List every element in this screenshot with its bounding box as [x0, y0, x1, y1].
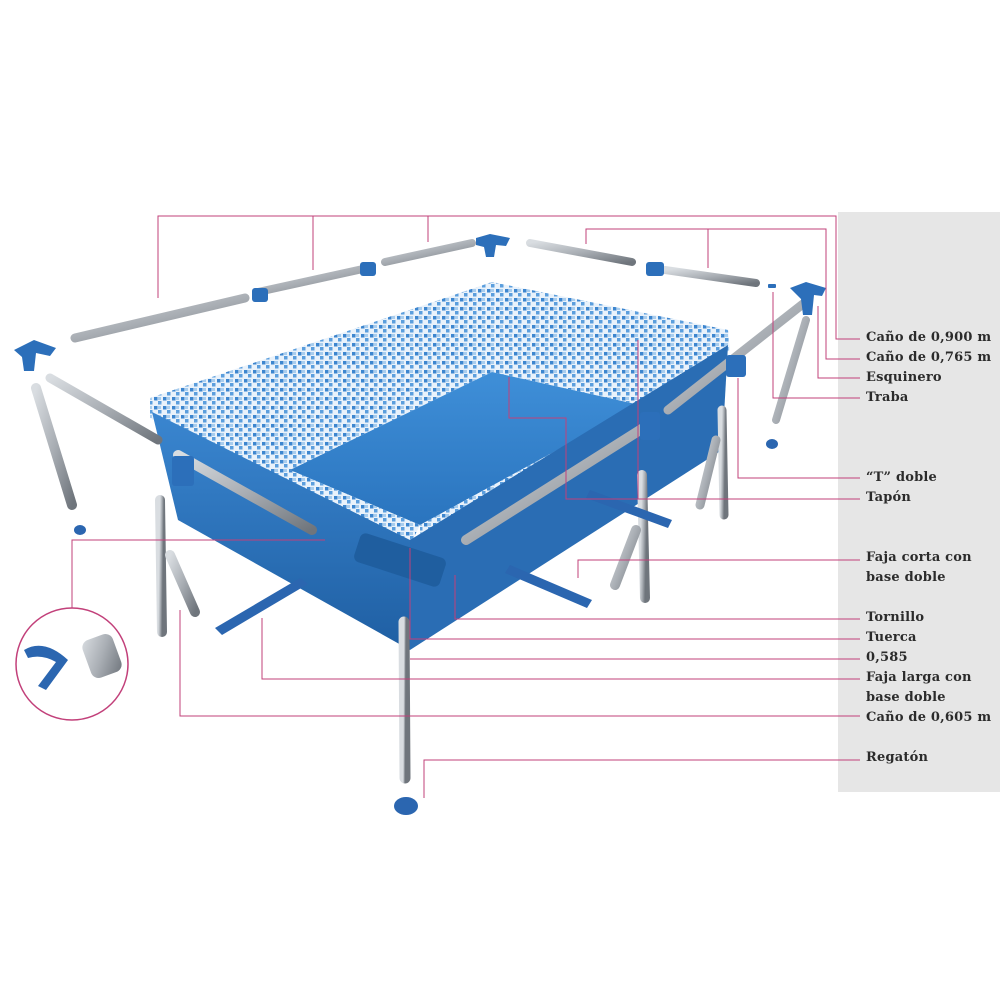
corner-piece [790, 282, 826, 315]
label-cano-0765: Caño de 0,765 m [866, 350, 992, 365]
t-double-connector [726, 355, 746, 377]
leader-t-doble [737, 378, 860, 479]
leader-regaton [423, 759, 860, 798]
rail-pipe [526, 239, 636, 266]
t-double-connector [252, 288, 268, 302]
label-panel [838, 212, 1000, 792]
leader-cano-0900 [157, 215, 860, 340]
rail-pipe [173, 450, 317, 535]
leader-faja-corta [577, 559, 860, 578]
pool-front-rim-left [150, 398, 420, 545]
label-faja-corta-line1: Faja corta con [866, 550, 972, 565]
corner-piece [476, 234, 510, 257]
leader-cano-0605 [179, 610, 860, 717]
pool-back-wall-left [150, 282, 492, 470]
long-strap [215, 578, 308, 635]
label-faja-corta-line2: base doble [866, 570, 946, 585]
label-faja-larga-line1: Faja larga con [866, 670, 972, 685]
t-double-connector [646, 262, 664, 276]
label-esquinero: Esquinero [866, 370, 942, 385]
label-cano-0900: Caño de 0,900 m [866, 330, 992, 345]
rail-pipe [381, 239, 476, 266]
label-cano-0605: Caño de 0,605 m [866, 710, 992, 725]
leader-detail [71, 539, 325, 608]
top-rail-pipes [45, 239, 813, 545]
vertical-legs [31, 316, 810, 784]
traba-clip [768, 284, 776, 288]
leader-lines [71, 215, 860, 798]
regaton-foot [74, 525, 86, 535]
short-strap [505, 565, 592, 608]
leg-pipe [610, 525, 641, 590]
t-double-connector [360, 262, 376, 276]
pool-water [290, 372, 640, 525]
leader-traba [772, 292, 860, 399]
label-t-doble: “T” doble [866, 470, 938, 485]
leg-pipe [695, 435, 721, 510]
leader-cano-0765 [585, 228, 860, 360]
label-tapon: Tapón [866, 490, 912, 505]
detail-strap [24, 645, 68, 690]
leader-tapon [508, 377, 860, 500]
rail-pipe [254, 263, 376, 296]
regaton-foot [394, 797, 418, 815]
leg-pipe [772, 316, 810, 424]
leg-pipe [717, 405, 729, 520]
label-tuerca: Tuerca [866, 630, 917, 645]
leader-faja-larga [261, 618, 860, 680]
regaton-foot [766, 439, 778, 449]
rail-pipe [70, 293, 250, 343]
front-corner-bracket [354, 533, 446, 587]
leader-esquinero [817, 306, 860, 379]
label-traba: Traba [866, 390, 909, 405]
connectors [14, 234, 826, 486]
label-faja-larga-line2: base doble [866, 690, 946, 705]
label-0585: 0,585 [866, 650, 908, 665]
detail-inset [15, 607, 129, 721]
rail-pipe [45, 373, 163, 445]
rail-pipe [461, 420, 653, 545]
rail-pipe [661, 266, 760, 287]
t-double-connector [172, 456, 194, 486]
pool-back-wall-right [492, 282, 728, 405]
leg-pipe [31, 383, 77, 510]
leader-tornillo [454, 575, 860, 620]
leg-pipe [165, 550, 200, 617]
leader-tuerca [409, 548, 860, 640]
detail-pipe [82, 633, 122, 679]
t-double-connector [640, 412, 660, 440]
corner-piece [14, 340, 56, 371]
label-regaton: Regatón [866, 750, 929, 765]
leg-pipe [155, 495, 167, 637]
leg-pipe [398, 616, 411, 784]
label-tornillo: Tornillo [866, 610, 925, 625]
leg-pipe [637, 470, 650, 603]
